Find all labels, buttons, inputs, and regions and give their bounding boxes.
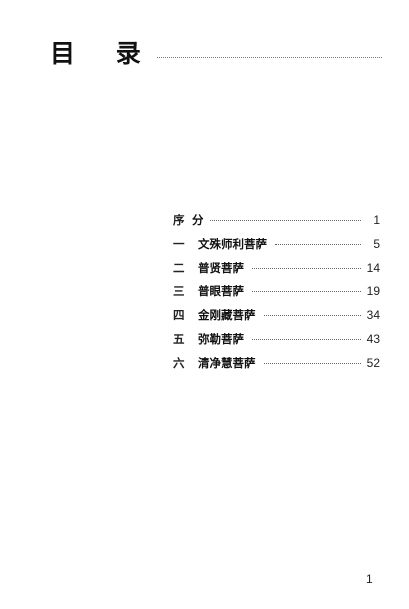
toc-entry-6[interactable]: 六 清净慧菩萨 52 bbox=[173, 355, 380, 379]
toc-entry-page: 1 bbox=[373, 213, 380, 227]
toc-entry-number: 一 bbox=[173, 236, 185, 251]
toc-entry-page: 5 bbox=[373, 236, 380, 251]
toc-dot-leader bbox=[252, 291, 361, 293]
toc-entry-5[interactable]: 五 弥勒菩萨 43 bbox=[173, 331, 380, 355]
toc-entry-3[interactable]: 三 普眼菩萨 19 bbox=[173, 283, 380, 307]
title-dotted-rule bbox=[156, 57, 382, 58]
toc-entry-page: 34 bbox=[366, 308, 380, 323]
toc-entry-title: 弥勒菩萨 bbox=[198, 331, 244, 346]
toc-dot-leader bbox=[275, 243, 361, 245]
toc-entry-page: 52 bbox=[366, 355, 380, 370]
toc-entry-4[interactable]: 四 金刚藏菩萨 34 bbox=[173, 307, 380, 331]
toc-entry-number: 三 bbox=[173, 284, 185, 299]
toc-entry-title: 金刚藏菩萨 bbox=[198, 308, 256, 323]
toc-entry-1[interactable]: 一 文殊师利菩萨 5 bbox=[173, 236, 380, 260]
toc-entry-title: 文殊师利菩萨 bbox=[198, 236, 267, 251]
toc-entry-title: 普眼菩萨 bbox=[198, 284, 244, 299]
toc-dot-leader bbox=[263, 315, 361, 317]
toc-entry-page: 43 bbox=[366, 331, 380, 346]
toc-dot-leader bbox=[252, 267, 361, 269]
toc-dot-leader bbox=[252, 338, 361, 340]
page-number: 1 bbox=[366, 572, 373, 586]
toc-entry-title: 普贤菩萨 bbox=[198, 260, 244, 275]
toc-dot-leader bbox=[209, 220, 361, 221]
toc-entry-number: 四 bbox=[173, 308, 185, 323]
toc-dot-leader bbox=[263, 362, 361, 364]
toc-entry-number: 六 bbox=[173, 355, 185, 370]
toc-entry-title: 分 bbox=[192, 213, 204, 227]
toc-entry-2[interactable]: 二 普贤菩萨 14 bbox=[173, 260, 380, 284]
toc-entry-number: 五 bbox=[173, 331, 185, 346]
toc-entry-number: 序 bbox=[173, 213, 185, 227]
table-of-contents: 序 分 1 一 文殊师利菩萨 5 二 普贤菩萨 14 三 普眼菩萨 19 四 金… bbox=[173, 212, 380, 379]
toc-entry-preface[interactable]: 序 分 1 bbox=[173, 212, 380, 236]
page-title: 目 录 bbox=[50, 39, 157, 68]
toc-entry-title: 清净慧菩萨 bbox=[198, 355, 256, 370]
toc-entry-number: 二 bbox=[173, 260, 185, 275]
toc-entry-page: 19 bbox=[366, 284, 380, 299]
toc-entry-page: 14 bbox=[366, 260, 380, 275]
contents-header: 目 录 bbox=[50, 34, 382, 68]
